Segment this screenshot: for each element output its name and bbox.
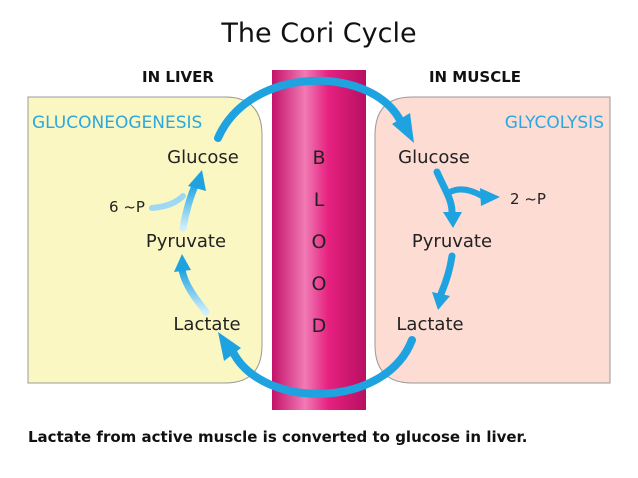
arrow-muscle-glucose-to-pyruvate [433, 168, 456, 216]
muscle-process-label: GLYCOLYSIS [505, 113, 604, 133]
blood-letter-4: O [312, 273, 327, 295]
arrow-lactate-to-liver [228, 336, 416, 398]
liver-pyruvate-label: Pyruvate [146, 231, 226, 252]
arrow-lactate-to-liver-head [218, 332, 241, 361]
arrow-glucose-to-muscle [214, 76, 404, 142]
liver-glucose-label: Glucose [167, 147, 239, 168]
caption: Lactate from active muscle is converted … [28, 428, 528, 446]
blood-letter-3: O [312, 231, 327, 253]
arrow-glucose-to-muscle-head [392, 113, 414, 143]
liver-process-label: GLUCONEOGENESIS [32, 113, 202, 133]
arrow-muscle-energy-out [447, 186, 485, 199]
muscle-energy-label: 2 ~P [510, 190, 546, 208]
blood-letter-1: B [312, 147, 325, 169]
muscle-pyruvate-label: Pyruvate [412, 231, 492, 252]
blood-vessel [272, 70, 366, 410]
arrow-liver-lactate-to-pyruvate [178, 266, 210, 316]
muscle-glucose-label: Glucose [398, 147, 470, 168]
muscle-compartment [374, 96, 611, 384]
muscle-lactate-label: Lactate [396, 314, 463, 335]
arrow-muscle-pyruvate-to-lactate [437, 252, 456, 298]
liver-heading: IN LIVER [142, 68, 214, 86]
arrow-liver-pyruvate-to-glucose-head [188, 170, 206, 191]
liver-lactate-label: Lactate [173, 314, 240, 335]
arrow-liver-energy-in [149, 193, 186, 211]
arrow-muscle-glucose-to-pyruvate-head [443, 212, 462, 228]
muscle-heading: IN MUSCLE [429, 68, 521, 86]
blood-letter-5: D [312, 315, 327, 337]
diagram-title: The Cori Cycle [221, 18, 417, 49]
arrow-liver-lactate-to-pyruvate-head [174, 254, 191, 272]
liver-energy-label: 6 ~P [109, 198, 145, 216]
arrow-muscle-pyruvate-to-lactate-head [432, 292, 450, 310]
arrow-muscle-energy-out-head [480, 188, 500, 206]
blood-letter-2: L [314, 189, 325, 211]
